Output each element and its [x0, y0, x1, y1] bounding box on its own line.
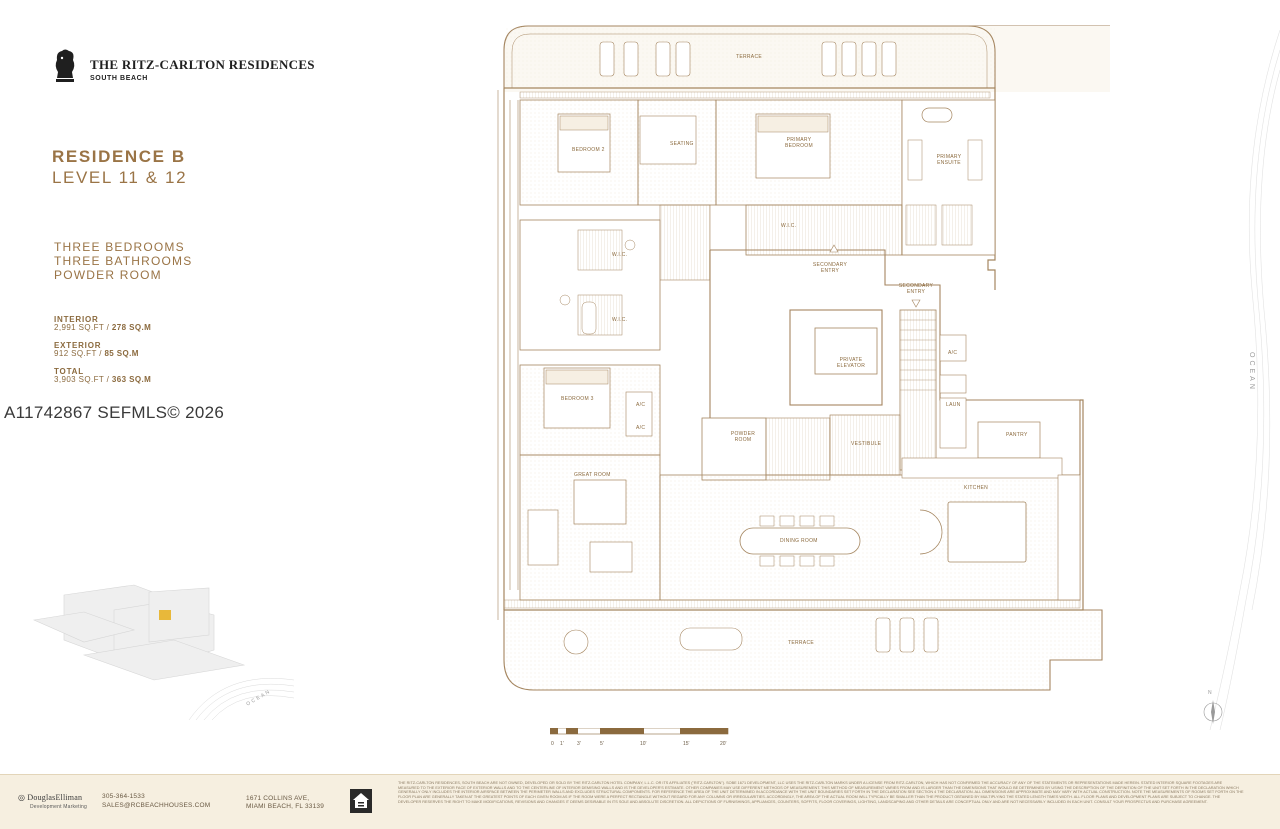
feature-bedrooms: THREE BEDROOMS: [54, 240, 185, 254]
total-value: 3,903 SQ.FT / 363 SQ.M: [54, 375, 152, 384]
agency-logo-icon: ◎: [18, 793, 28, 802]
exterior-label: EXTERIOR: [54, 341, 102, 350]
address-line-1: 1671 COLLINS AVE,: [246, 795, 310, 802]
feature-powder-room: POWDER ROOM: [54, 268, 162, 282]
scale-tick-15: 15': [683, 741, 690, 747]
email-link[interactable]: SALES@RCBEACHHOUSES.COM: [102, 802, 211, 809]
secondary-entry-1-label: SECONDARY ENTRY: [812, 262, 848, 274]
terrace-bottom-label: TERRACE: [788, 640, 814, 646]
ac1-label: A/C: [636, 402, 646, 408]
scale-tick-10: 10': [640, 741, 647, 747]
footer-bar: ◎ DouglasElliman Development Marketing 3…: [0, 774, 1280, 829]
total-label: TOTAL: [54, 367, 84, 376]
compass-north-icon: [1203, 700, 1223, 724]
great-room-label: GREAT ROOM: [574, 472, 611, 478]
vestibule-label: VESTIBULE: [851, 441, 882, 447]
brand-location: SOUTH BEACH: [90, 75, 148, 82]
scale-tick-5: 5': [600, 741, 604, 747]
dining-room-label: DINING ROOM: [780, 538, 818, 544]
wic-primary-label: W.I.C.: [781, 223, 797, 229]
primary-bedroom-label: PRIMARY BEDROOM: [785, 137, 813, 149]
residence-level: LEVEL 11 & 12: [52, 168, 188, 187]
agency-name: ◎ DouglasElliman: [18, 793, 83, 802]
seating-label: SEATING: [670, 141, 694, 147]
secondary-entry-2-label: SECONDARY ENTRY: [898, 283, 934, 295]
agency-sub: Development Marketing: [30, 804, 88, 810]
compass-n-label: N: [1208, 690, 1212, 696]
brand-name: THE RITZ-CARLTON RESIDENCES: [90, 57, 315, 72]
private-elevator-label: PRIVATE ELEVATOR: [836, 357, 866, 369]
address-line-2: MIAMI BEACH, FL 33139: [246, 803, 325, 810]
laun-label: LAUN: [946, 402, 961, 408]
brand-block: THE RITZ-CARLTON RESIDENCES SOUTH BEACH: [52, 48, 352, 88]
interior-value: 2,991 SQ.FT / 278 SQ.M: [54, 323, 152, 332]
scale-bar: [550, 728, 729, 735]
mls-watermark: A11742867 SEFMLS© 2026: [4, 403, 225, 422]
scale-tick-20: 20': [720, 741, 727, 747]
ocean-side-label: OCEAN: [1248, 352, 1255, 392]
primary-ensuite-label: PRIMARY ENSUITE: [936, 154, 962, 166]
wic-2-label: W.I.C.: [612, 317, 628, 323]
powder-room-label: POWDER ROOM: [730, 431, 756, 443]
exterior-value: 912 SQ.FT / 85 SQ.M: [54, 349, 139, 358]
scale-tick-1: 1': [560, 741, 564, 747]
lion-crown-logo-icon: [55, 49, 75, 82]
legal-disclaimer: THE RITZ-CARLTON RESIDENCES, SOUTH BEACH…: [398, 781, 1244, 804]
residence-title: RESIDENCE B: [52, 147, 186, 166]
pantry-label: PANTRY: [1006, 432, 1028, 438]
ac3-label: A/C: [948, 350, 958, 356]
scale-tick-3: 3': [577, 741, 581, 747]
floor-plan-drawing: [497, 25, 1103, 691]
ocean-coast-lines: [1209, 30, 1280, 730]
bedroom2-label: BEDROOM 2: [572, 147, 605, 153]
bedroom3-label: BEDROOM 3: [561, 396, 594, 402]
phone-number[interactable]: 305-364-1533: [102, 793, 145, 800]
building-key-map: [32, 584, 294, 720]
terrace-top-label: TERRACE: [736, 54, 762, 60]
ac2-label: A/C: [636, 425, 646, 431]
scale-tick-0: 0: [551, 741, 554, 747]
interior-label: INTERIOR: [54, 315, 99, 324]
kitchen-label: KITCHEN: [964, 485, 989, 491]
equal-housing-icon: [350, 789, 372, 813]
wic-1-label: W.I.C.: [612, 252, 628, 258]
feature-bathrooms: THREE BATHROOMS: [54, 254, 193, 268]
